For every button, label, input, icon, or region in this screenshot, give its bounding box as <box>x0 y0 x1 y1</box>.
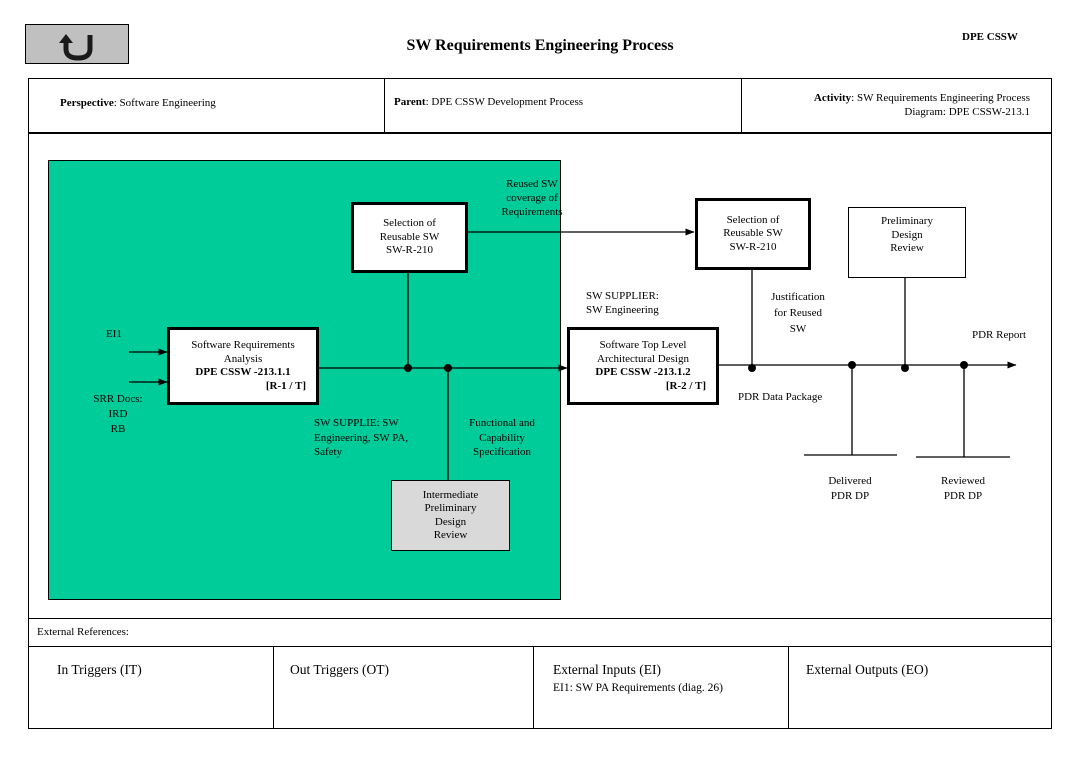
box-label: Preliminary <box>424 502 477 514</box>
box-label: Reusable SW <box>379 230 440 243</box>
ei1-label: EI1 <box>106 328 122 340</box>
in-triggers-heading: In Triggers (IT) <box>57 662 142 677</box>
box-label: Review <box>433 529 468 541</box>
selection-reusable-sw-box: Selection of Reusable SW SW-R-210 <box>351 202 468 273</box>
intermediate-pdr-box: Intermediate Preliminary Design Review <box>391 480 510 551</box>
parent-value: : DPE CSSW Development Process <box>425 96 584 108</box>
info-row <box>28 78 1052 133</box>
box-ref: [R-2 / T] <box>665 379 706 392</box>
external-references-label: External References: <box>37 626 129 638</box>
label-line: SW SUPPLIE: SW <box>314 417 399 429</box>
box-label: Architectural Design <box>597 352 689 365</box>
reviewed-pdr-dp-label: Reviewed PDR DP <box>923 474 1003 504</box>
junction-dot <box>404 364 412 372</box>
label-line: Delivered <box>828 475 872 487</box>
label-line: SRR Docs: <box>93 393 143 405</box>
parent-label: Parent <box>394 96 426 108</box>
box-id: DPE CSSW -213.1.2 <box>595 366 691 378</box>
label-line: Reused SW <box>506 178 558 190</box>
junction-dot <box>901 364 909 372</box>
box-id: DPE CSSW -213.1.1 <box>195 366 291 378</box>
box-label: Selection of <box>383 217 436 230</box>
label-line: SW <box>789 323 807 335</box>
label-line: Justification <box>771 291 825 303</box>
sw-supplie-label: SW SUPPLIE: SW Engineering, SW PA, Safet… <box>314 416 408 460</box>
delivered-pdr-dp-label: Delivered PDR DP <box>810 474 890 504</box>
external-inputs-heading: External Inputs (EI) <box>553 662 661 677</box>
box-label: SW-R-210 <box>385 244 434 257</box>
label-line: Safety <box>314 446 343 458</box>
label-line: coverage of <box>506 192 558 204</box>
label-line: RB <box>110 423 126 435</box>
info-divider-1 <box>384 78 385 133</box>
label-line: SW SUPPLIER: <box>586 290 659 302</box>
label-line: SW Engineering <box>586 304 659 316</box>
justification-label: Justification for Reused SW <box>758 289 838 337</box>
external-outputs-heading: External Outputs (EO) <box>806 662 929 677</box>
box-label: Software Requirements <box>191 339 295 351</box>
out-triggers-heading: Out Triggers (OT) <box>290 662 390 677</box>
perspective-value: : Software Engineering <box>113 97 216 109</box>
diagram-id: Diagram: DPE CSSW-213.1 <box>904 106 1030 118</box>
parent: Parent: DPE CSSW Development Process <box>394 95 583 109</box>
label-line: Functional and <box>469 417 535 429</box>
label-line: Reviewed <box>941 475 985 487</box>
box-ref: [R-1 / T] <box>265 379 306 392</box>
junction-dot <box>960 361 968 369</box>
software-requirements-analysis-box: Software Requirements Analysis DPE CSSW … <box>167 327 319 405</box>
label-line: Capability <box>479 431 525 444</box>
triggers-row <box>28 646 1052 729</box>
box-label: Software Top Level <box>599 339 687 351</box>
activity-value: : SW Requirements Engineering Process <box>851 92 1030 104</box>
box-label: Analysis <box>223 352 263 365</box>
box-label: Review <box>890 242 924 254</box>
box-label: Preliminary <box>881 215 933 227</box>
junction-dot <box>748 364 756 372</box>
preliminary-design-review-box: Preliminary Design Review <box>848 207 966 278</box>
junction-dot <box>444 364 452 372</box>
triggers-divider-3 <box>788 646 789 729</box>
srr-docs-label: SRR Docs: IRD RB <box>83 392 153 437</box>
sw-supplier-label: SW SUPPLIER: SW Engineering <box>586 289 659 317</box>
label-line: PDR DP <box>943 490 983 502</box>
reused-coverage-label: Reused SW coverage of Requirements <box>482 177 582 219</box>
u-turn-back-icon <box>59 34 93 61</box>
box-label: SW-R-210 <box>729 240 777 253</box>
label-line: PDR DP <box>830 490 870 502</box>
functional-capability-label: Functional and Capability Specification <box>452 416 552 460</box>
perspective-label: Perspective <box>60 97 114 109</box>
junction-dot <box>848 361 856 369</box>
perspective: Perspective: Software Engineering <box>60 96 216 110</box>
triggers-divider-2 <box>533 646 534 729</box>
activity-label: Activity <box>813 92 852 104</box>
box-label: Design <box>434 515 467 528</box>
pdr-report-label: PDR Report <box>972 329 1027 341</box>
box-label: Intermediate <box>422 488 479 501</box>
activity: Activity: SW Requirements Engineering Pr… <box>814 91 1030 119</box>
software-top-level-design-box: Software Top Level Architectural Design … <box>567 327 719 405</box>
info-divider-2 <box>741 78 742 133</box>
label-line: Engineering, SW PA, <box>314 431 409 444</box>
label-line: IRD <box>108 408 128 420</box>
pdr-data-package-label: PDR Data Package <box>738 391 823 403</box>
back-button[interactable] <box>25 24 129 64</box>
doc-tag: DPE CSSW <box>962 31 1018 43</box>
page-title: SW Requirements Engineering Process <box>406 37 674 54</box>
box-label: Reusable SW <box>723 227 783 240</box>
label-line: for Reused <box>774 307 822 319</box>
selection-reusable-sw-external-box: Selection of Reusable SW SW-R-210 <box>695 198 811 270</box>
box-label: Selection of <box>726 213 780 226</box>
box-label: Design <box>891 228 923 241</box>
external-references-row <box>28 618 1052 647</box>
ei1-description: EI1: SW PA Requirements (diag. 26) <box>553 682 723 694</box>
triggers-divider-1 <box>273 646 274 729</box>
label-line: Specification <box>472 446 532 458</box>
label-line: Requirements <box>501 206 563 218</box>
